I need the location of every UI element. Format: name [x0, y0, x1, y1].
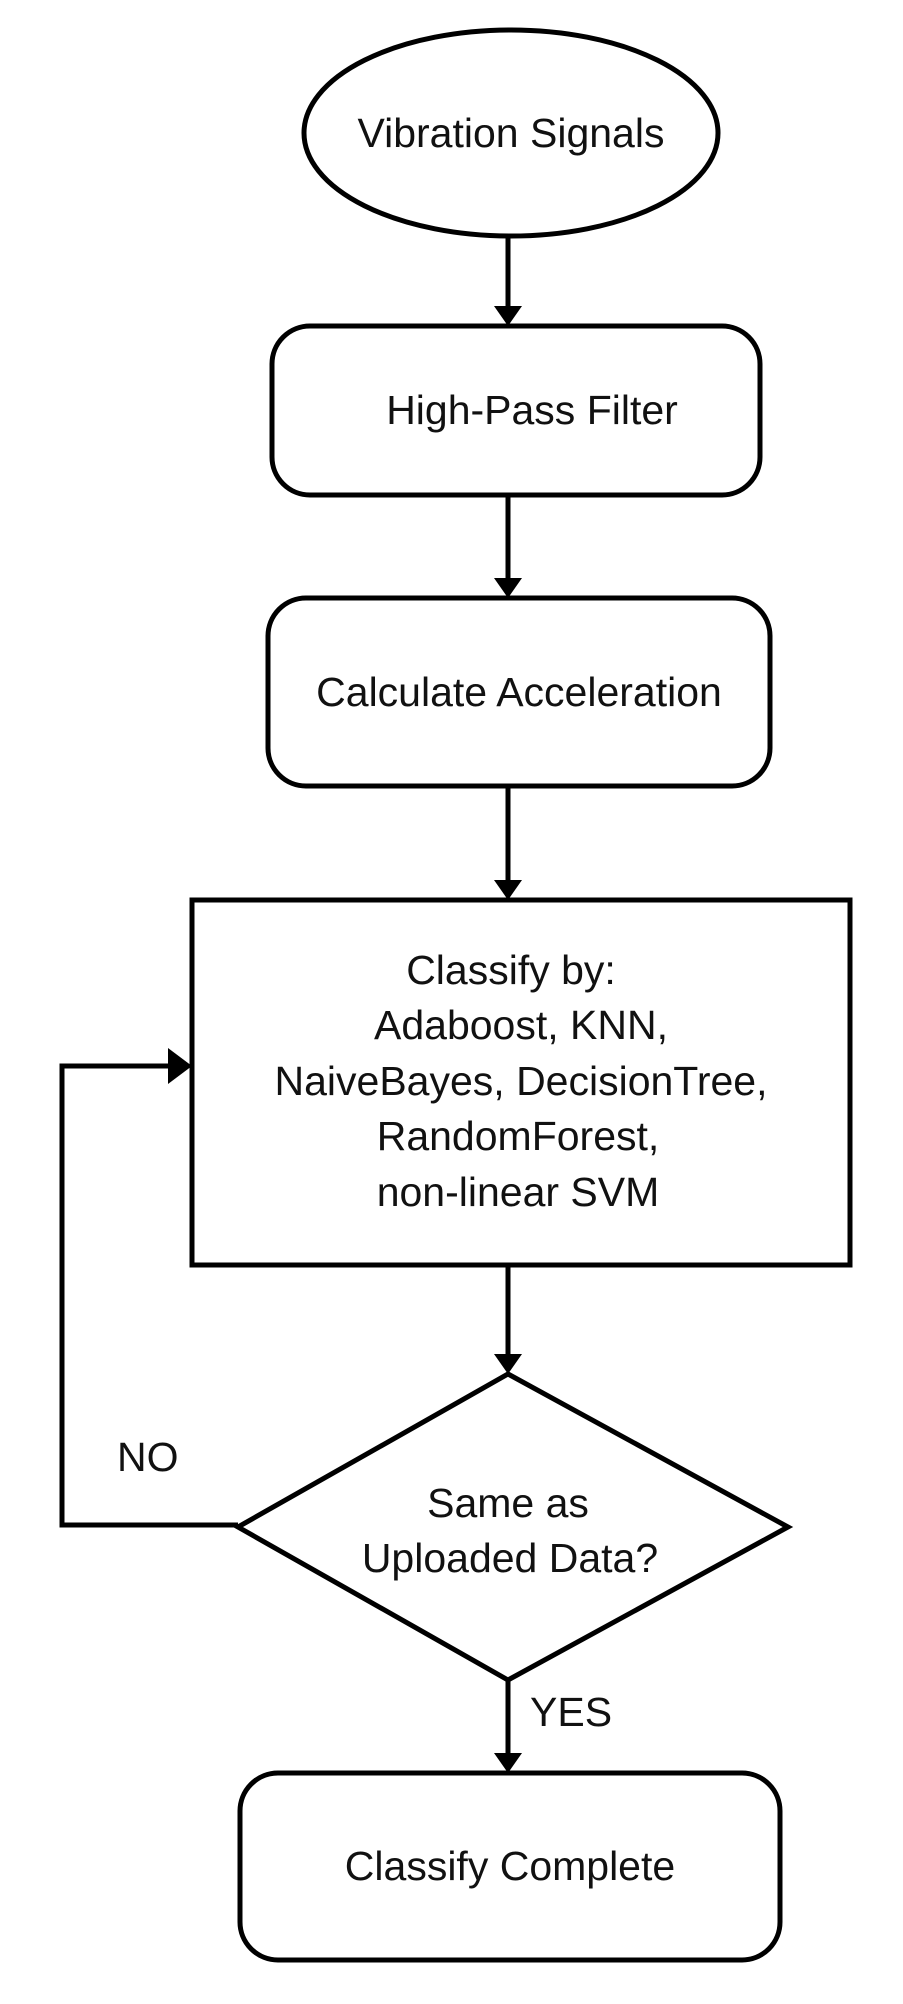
node-classify-line-2: Adaboost, KNN,: [374, 1002, 668, 1048]
node-start-label: Vibration Signals: [358, 110, 665, 156]
node-classify-line-3: NaiveBayes, DecisionTree,: [275, 1058, 768, 1104]
node-accel-label: Calculate Acceleration: [316, 669, 722, 715]
edge-classify-to-decision: [494, 1265, 522, 1374]
node-classify-line-5: non-linear SVM: [377, 1169, 660, 1215]
node-end-label: Classify Complete: [345, 1843, 675, 1889]
edge-filter-to-accel: [494, 495, 522, 598]
node-filter: High-Pass Filter: [269, 323, 763, 498]
node-filter-label: High-Pass Filter: [386, 387, 678, 433]
node-classify-line-4: RandomForest,: [377, 1113, 660, 1159]
node-classify-line-1: Classify by:: [406, 947, 616, 993]
edge-accel-to-classify: [494, 786, 522, 900]
node-start: Vibration Signals: [301, 27, 721, 239]
node-accel: Calculate Acceleration: [265, 595, 773, 789]
edge-decision-to-end: [494, 1680, 522, 1773]
edge-label-no: NO: [117, 1434, 179, 1480]
node-decision: Same as Uploaded Data?: [232, 1371, 794, 1683]
edge-label-yes: YES: [530, 1689, 612, 1735]
node-classify: Classify by: Adaboost, KNN, NaiveBayes, …: [189, 897, 853, 1268]
connectors: [59, 236, 522, 1773]
edge-decision-to-classify: [59, 1048, 238, 1528]
node-decision-line-1: Same as: [427, 1480, 589, 1526]
node-end: Classify Complete: [237, 1770, 783, 1963]
node-decision-line-2: Uploaded Data?: [362, 1535, 658, 1581]
edge-start-to-filter: [494, 236, 522, 326]
